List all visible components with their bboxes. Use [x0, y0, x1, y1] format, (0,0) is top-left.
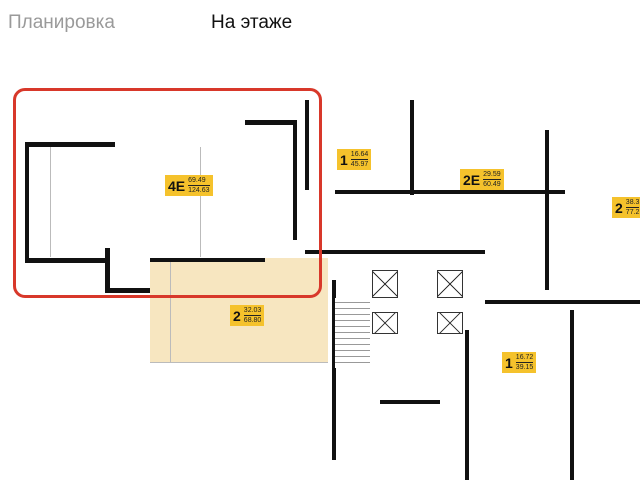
selected-apartment-outline[interactable]: [13, 88, 322, 298]
stairs: [335, 298, 370, 368]
tab-layout[interactable]: Планировка: [8, 12, 115, 33]
tab-on-floor[interactable]: На этаже: [211, 12, 293, 33]
